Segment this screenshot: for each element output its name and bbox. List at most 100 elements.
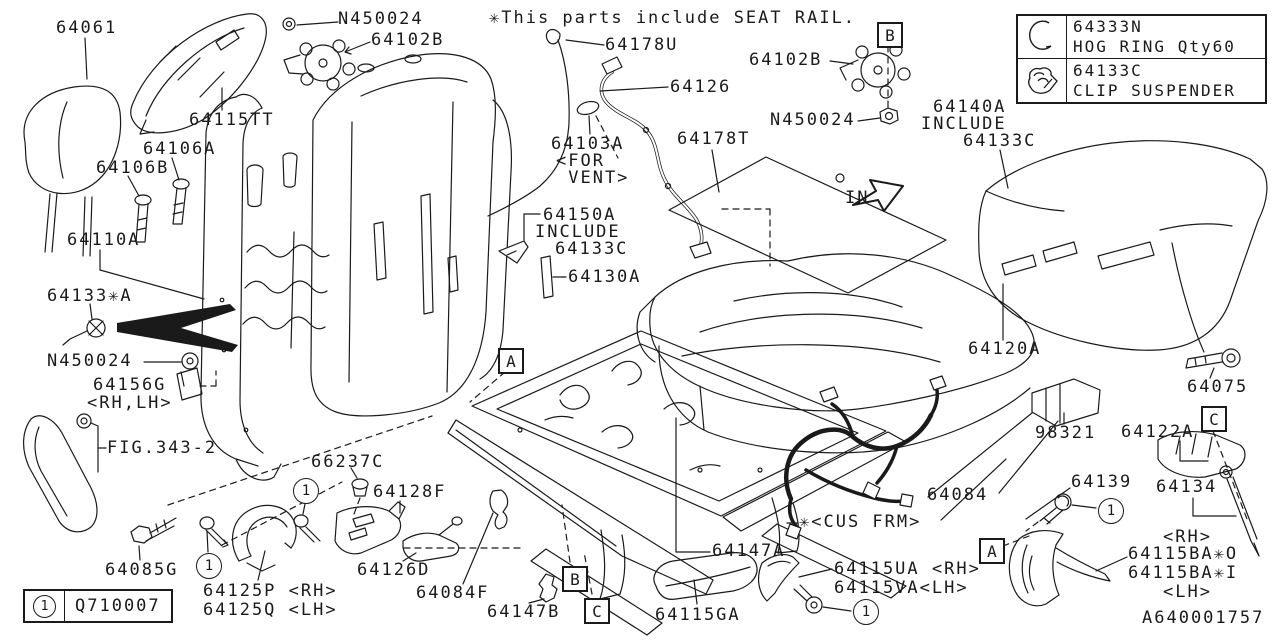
callout-b-bottom: B [562,566,588,592]
bolt-64085g-art [131,518,176,560]
part-64084: 64084 [927,485,989,505]
part-64150a-64133c: 64133C [555,239,629,259]
part-64128f: 64128F [373,482,447,502]
callout-b-top: B [877,22,903,48]
wedge-arrow-art [499,214,566,298]
part-64115tt: 64115TT [189,110,275,130]
part-64120a: 64120A [968,339,1042,359]
vent-hose-art [601,57,711,258]
part-64084f: 64084F [416,583,490,603]
part-64133-a: 64133✳A [47,286,133,306]
part-64115ba-i: 64115BA✳I [1128,563,1239,583]
part-64130a: 64130A [568,267,642,287]
legend-clip-part: 64133C [1073,60,1143,80]
rail-assembly-art [448,331,906,635]
part-64106b: 64106B [96,158,170,178]
note-seat-rail: ✳This parts include SEAT RAIL. [489,8,857,28]
part-64125q: 64125Q <LH> [203,600,338,620]
wire-64178u-art [488,30,569,216]
handle-64125-art [233,505,297,580]
callout-a-bottom: A [979,538,1005,564]
part-64110a: 64110A [67,230,141,250]
legend-hog-ring-part: 64333N [1073,17,1143,36]
part-64085g: 64085G [105,560,179,580]
rh-label: <RH> [1163,527,1212,547]
fastener-legend-symbol-cell: 1 [25,591,65,621]
pin-64147b-art [529,574,557,603]
screw-64075-art [1186,349,1240,368]
rod-64134-art [1193,466,1259,556]
part-64106a: 64106A [143,139,217,159]
lever-64126d-art [403,517,462,561]
part-64178u: 64178U [605,35,679,55]
part-64125p: 64125P <RH> [203,581,338,601]
bracket-64115ua-art [759,555,851,613]
part-64115va: 64115VA<LH> [834,578,969,598]
circled-1-icon: 1 [33,594,56,618]
legend-table: 64333N HOG RING Qty60 64133C CLIP SUSPEN… [1016,14,1267,104]
callout-c-right: C [1201,406,1227,432]
part-64140a: 64140A [933,97,1007,117]
part-64126d: 64126D [357,560,431,580]
part-98321: 98321 [1035,423,1097,443]
part-64115ua: 64115UA <RH> [834,559,981,579]
grommet-top-art [283,18,295,30]
protect-sheet-art [669,157,946,293]
part-64156g-rhlh: <RH,LH> [87,393,173,413]
screw-64139-art [1026,488,1096,524]
recline-handle-art [654,553,757,600]
cushion-pad-art [979,141,1267,352]
part-64147a: 64147A [712,541,786,561]
part-64103a-vent: VENT> [556,168,630,188]
bolt-64106b-art [135,195,151,242]
part-64061: 64061 [56,18,118,38]
callout-c-bottom: C [584,598,610,624]
bracket-64122a-art [1158,432,1245,478]
legend-clip-desc: CLIP SUSPENDER [1073,80,1236,100]
dashed-lines [168,46,1247,594]
plate-64156g-art [144,353,202,400]
part-64102b-left: 64102B [371,30,445,50]
in-label: IN [845,188,870,208]
part-64102b-right: 64102B [749,50,823,70]
legend-hog-ring-entry: 64333N HOG RING Qty60 [1067,16,1265,59]
fig-343-2: FIG.343-2 [107,438,218,458]
lh-label: <LH> [1163,582,1212,602]
seat-cushion-art [637,254,1034,453]
part-64156g: 64156G [93,375,167,395]
callout-a-mid: A [498,348,524,374]
circle-1-bottom: 1 [853,599,879,625]
recliner-motor-left-art [284,40,355,90]
part-64126: 64126 [670,77,732,97]
headrest-art [24,86,121,256]
clip-suspender-icon [1018,59,1067,102]
circle-1-handle: 1 [293,478,319,504]
diagram-id: A640001757 [1142,608,1265,628]
part-64122a: 64122A [1121,422,1195,442]
part-64103a: 64103A [551,134,625,154]
part-n450024-left: N450024 [47,351,133,371]
hog-ring-icon [1018,16,1067,59]
part-n450024-right: N450024 [770,110,856,130]
legend-hog-ring-desc: HOG RING Qty60 [1073,37,1236,56]
recliner-motor-right-art [840,44,910,124]
part-66237c: 66237C [311,452,385,472]
part-64115ga: 64115GA [655,605,741,625]
fastener-legend-part: Q710007 [75,596,161,616]
cable-64133a-art [63,304,238,352]
part-64075: 64075 [1187,377,1249,397]
back-panel-art [131,14,267,134]
part-64150a-include: INCLUDE [535,222,621,242]
part-64103a-for: <FOR [556,151,605,171]
part-n450024-top: N450024 [338,9,424,29]
part-64134: 64134 [1156,477,1218,497]
screw-small-left-art [200,517,228,552]
part-64178t: 64178T [677,129,751,149]
circle-1-right: 1 [1098,498,1124,524]
circle-1-left: 1 [196,553,222,579]
part-64140a-64133c: 64133C [963,131,1037,151]
leader-lines [85,22,1214,604]
sensor-98321-art [928,379,1100,497]
